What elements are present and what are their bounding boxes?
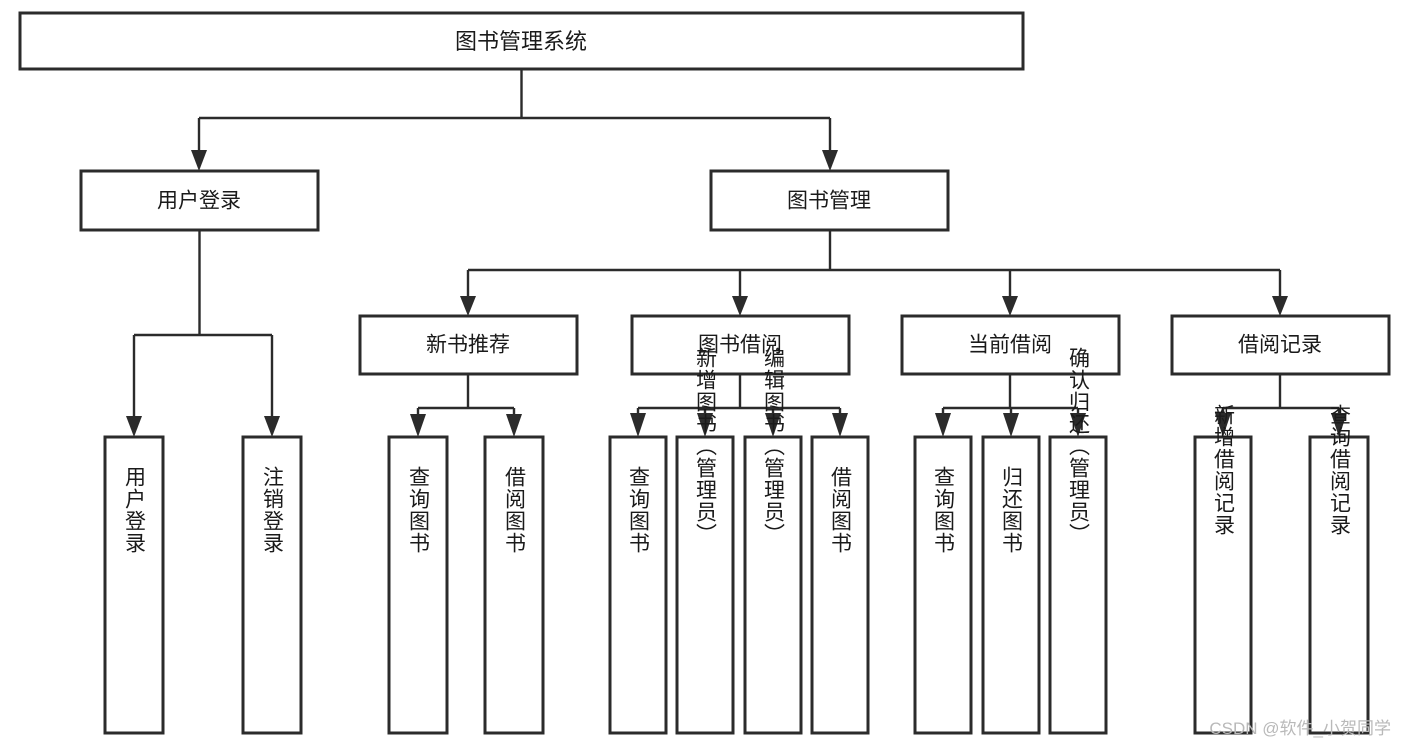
node-leaf-borrow-book-box[interactable]	[810, 435, 870, 735]
connector-layer	[126, 69, 1347, 437]
node-book-borrow-label: 图书借阅	[698, 334, 782, 357]
node-new-book-recommend[interactable]: 新书推荐	[358, 314, 579, 376]
node-user-login-label: 用户登录	[157, 190, 241, 213]
arrowhead-leaf-add-book-admin	[697, 413, 713, 437]
node-root-label: 图书管理系统	[455, 29, 587, 54]
node-leaf-add-book-admin-label: 新增图书（管理员）	[694, 347, 718, 545]
node-leaf-return-book-label: 归还图书	[1000, 466, 1024, 554]
node-root-box[interactable]	[18, 11, 1025, 71]
node-leaf-user-login[interactable]: 用户登录	[103, 435, 165, 735]
node-leaf-confirm-return-admin-label: 确认归还（管理员）	[1067, 347, 1091, 545]
node-leaf-query-borrow-record-box[interactable]	[1308, 435, 1370, 735]
node-current-borrow[interactable]: 当前借阅	[900, 314, 1121, 376]
node-user-login-box[interactable]	[79, 169, 320, 232]
node-leaf-query-book-borrow-label: 查询图书	[627, 466, 651, 554]
node-leaf-logout-login-label: 注销登录	[261, 466, 285, 554]
node-new-book-recommend-label: 新书推荐	[426, 334, 510, 357]
node-leaf-query-borrow-record[interactable]: 查询借阅记录	[1308, 404, 1370, 735]
node-leaf-borrow-book-recommend-label: 借阅图书	[503, 466, 527, 554]
arrowhead-leaf-borrow-book-recommend	[506, 414, 522, 437]
node-leaf-add-borrow-record-box[interactable]	[1193, 435, 1253, 735]
node-current-borrow-label: 当前借阅	[968, 334, 1052, 357]
arrowhead-borrow-record	[1272, 296, 1288, 316]
node-leaf-query-book-borrow[interactable]: 查询图书	[608, 435, 668, 735]
node-leaf-query-book-current-box[interactable]	[913, 435, 973, 735]
node-new-book-recommend-box[interactable]	[358, 314, 579, 376]
arrowhead-leaf-return-book	[1003, 413, 1019, 437]
node-leaf-edit-book-admin-box[interactable]	[743, 435, 803, 735]
node-leaf-borrow-book-recommend-box[interactable]	[483, 435, 545, 735]
node-book-borrow-box[interactable]	[630, 314, 851, 376]
arrowhead-leaf-confirm-return-admin	[1070, 413, 1086, 437]
arrowhead-leaf-edit-book-admin	[765, 413, 781, 437]
node-leaf-confirm-return-admin-box[interactable]	[1048, 435, 1108, 735]
arrowhead-leaf-logout-login	[264, 416, 280, 437]
arrowhead-leaf-borrow-book	[832, 413, 848, 437]
node-leaf-return-book[interactable]: 归还图书	[981, 435, 1041, 735]
arrowhead-leaf-user-login	[126, 416, 142, 437]
node-leaf-logout-login-box[interactable]	[241, 435, 303, 735]
node-current-borrow-box[interactable]	[900, 314, 1121, 376]
node-leaf-query-book-recommend-box[interactable]	[387, 435, 449, 735]
node-leaf-logout-login[interactable]: 注销登录	[241, 435, 303, 735]
node-user-login[interactable]: 用户登录	[79, 169, 320, 232]
arrowhead-book-manage	[822, 150, 838, 171]
node-leaf-edit-book-admin[interactable]: 编辑图书（管理员）	[743, 347, 803, 735]
watermark-text: CSDN @软件_小贺同学	[1209, 719, 1391, 738]
node-leaf-query-book-borrow-box[interactable]	[608, 435, 668, 735]
node-leaf-query-borrow-record-label: 查询借阅记录	[1328, 404, 1352, 536]
arrowhead-leaf-query-borrow-record	[1331, 413, 1347, 437]
node-leaf-user-login-box[interactable]	[103, 435, 165, 735]
arrowhead-leaf-add-borrow-record	[1215, 413, 1231, 437]
node-leaf-borrow-book-recommend[interactable]: 借阅图书	[483, 435, 545, 735]
node-book-manage-box[interactable]	[709, 169, 950, 232]
arrowhead-current-borrow	[1002, 296, 1018, 316]
node-borrow-record-label: 借阅记录	[1238, 334, 1322, 357]
node-leaf-borrow-book-label: 借阅图书	[829, 466, 853, 554]
node-book-manage[interactable]: 图书管理	[709, 169, 950, 232]
arrowhead-new-book-recommend	[460, 296, 476, 316]
arrowhead-leaf-query-book-recommend	[410, 414, 426, 437]
node-leaf-add-book-admin-box[interactable]	[675, 435, 735, 735]
node-leaf-confirm-return-admin[interactable]: 确认归还（管理员）	[1048, 347, 1108, 735]
arrowhead-leaf-query-book-current	[935, 413, 951, 437]
node-leaf-query-book-recommend-label: 查询图书	[407, 466, 431, 554]
node-leaf-user-login-label: 用户登录	[123, 466, 147, 554]
arrowhead-book-borrow	[732, 296, 748, 316]
node-book-manage-label: 图书管理	[787, 190, 871, 213]
node-leaf-return-book-box[interactable]	[981, 435, 1041, 735]
arrowhead-user-login	[191, 150, 207, 171]
node-leaf-add-borrow-record[interactable]: 新增借阅记录	[1193, 404, 1253, 735]
node-leaf-add-borrow-record-label: 新增借阅记录	[1212, 404, 1236, 536]
node-root[interactable]: 图书管理系统	[18, 11, 1025, 71]
node-book-borrow[interactable]: 图书借阅	[630, 314, 851, 376]
node-leaf-add-book-admin[interactable]: 新增图书（管理员）	[675, 347, 735, 735]
node-leaf-borrow-book[interactable]: 借阅图书	[810, 435, 870, 735]
arrowhead-leaf-query-book-borrow	[630, 413, 646, 437]
node-leaf-query-book-recommend[interactable]: 查询图书	[387, 435, 449, 735]
node-leaf-query-book-current[interactable]: 查询图书	[913, 435, 973, 735]
node-leaf-query-book-current-label: 查询图书	[932, 466, 956, 554]
node-leaf-edit-book-admin-label: 编辑图书（管理员）	[762, 347, 786, 545]
node-borrow-record[interactable]: 借阅记录	[1170, 314, 1391, 376]
node-borrow-record-box[interactable]	[1170, 314, 1391, 376]
